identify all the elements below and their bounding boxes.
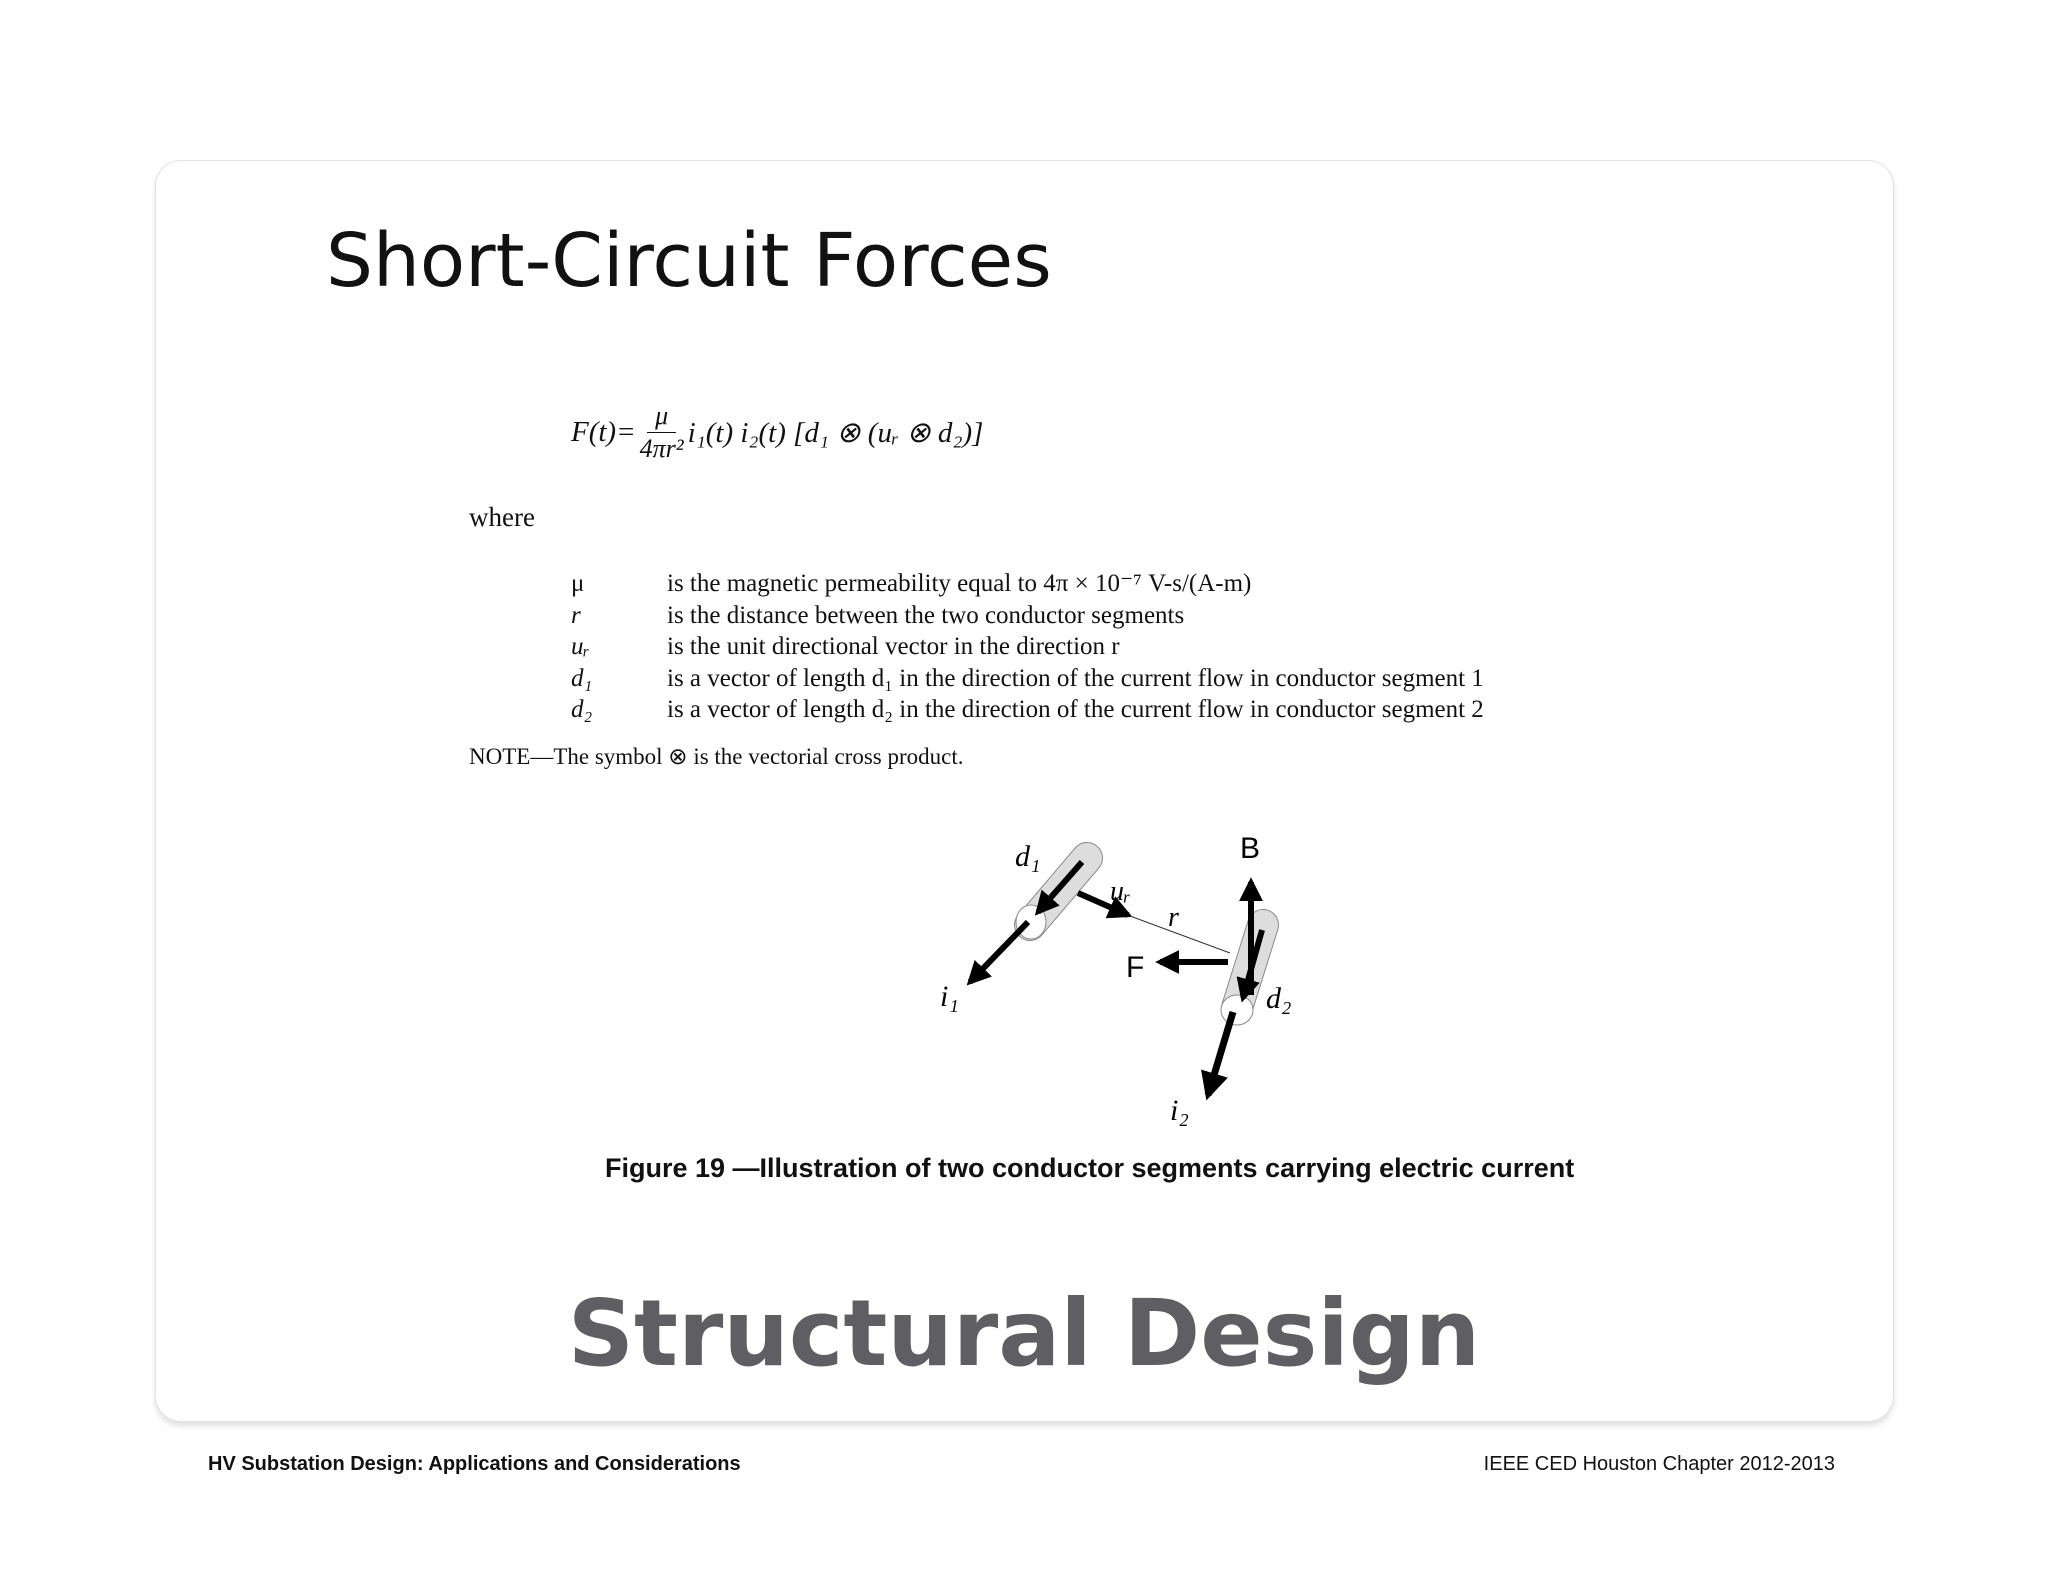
definition-symbol: uᵣ: [571, 633, 590, 660]
footer-right: IEEE CED Houston Chapter 2012-2013: [1483, 1453, 1835, 1475]
i2-arrow: [1201, 1010, 1237, 1101]
definition-row: d₂ is a vector of length d₂ in the direct…: [571, 694, 1484, 726]
definition-row: r is the distance between the two conduct…: [571, 600, 1484, 632]
d1-label: d₁: [1015, 840, 1040, 873]
formula-numerator: μ: [647, 400, 677, 433]
formula-denominator: 4πr²: [639, 434, 684, 463]
definition-text: is the distance between the two conducto…: [667, 601, 1185, 629]
i2-label: i₂: [1170, 1094, 1189, 1127]
where-label: where: [469, 502, 535, 532]
force-formula: F(t)= μ 4πr² i₁(t) i₂(t) [d₁ ⊗ (uᵣ ⊗ d₂)…: [571, 400, 983, 465]
definition-symbol: μ: [571, 570, 585, 597]
definition-text: is a vector of length d₁ in the directio…: [667, 664, 1484, 692]
footer-left: HV Substation Design: Applications and C…: [208, 1453, 741, 1475]
figure-caption: Figure 19 —Illustration of two conductor…: [605, 1153, 1575, 1183]
definition-symbol: r: [571, 601, 581, 629]
f-label: F: [1126, 951, 1144, 984]
conductor-segments-figure: d₁ uᵣ r B F d₂ i₁ i₂: [940, 832, 1291, 1127]
slide-card: [155, 160, 1894, 1422]
definition-text: is the unit directional vector in the di…: [667, 633, 1120, 660]
definition-row: μ is the magnetic permeability equal to 4…: [571, 568, 1484, 600]
definition-symbol: d₁: [571, 664, 593, 692]
r-line: [1129, 915, 1231, 954]
slide-title: Short-Circuit Forces: [326, 218, 1052, 304]
definition-text: is a vector of length d₂ in the directio…: [667, 696, 1484, 723]
d1-arrow: [1034, 860, 1085, 916]
definition-row: d₁ is a vector of length d₁ in the direct…: [571, 663, 1484, 695]
ur-label: uᵣ: [1110, 876, 1131, 907]
cross-product-note: NOTE—The symbol ⊗ is the vectorial cross…: [469, 744, 964, 769]
r-label: r: [1168, 902, 1179, 933]
i1-arrow: [966, 919, 1031, 986]
d2-label: d₂: [1266, 982, 1291, 1015]
formula-lhs: F(t)=: [571, 416, 636, 448]
definitions-list: μ is the magnetic permeability equal to 4…: [571, 568, 1484, 726]
definition-row: uᵣ is the unit directional vector in the …: [571, 631, 1484, 663]
definition-text: is the magnetic permeability equal to 4π…: [667, 570, 1252, 597]
i1-label: i₁: [940, 980, 959, 1013]
formula-rhs: i₁(t) i₂(t) [d₁ ⊗ (uᵣ ⊗ d₂)]: [687, 417, 984, 449]
section-title: Structural Design: [567, 1280, 1481, 1387]
d2-arrow: [1236, 929, 1265, 1003]
formula-fraction: μ 4πr²: [640, 400, 684, 465]
ur-arrow: [1076, 890, 1133, 919]
definition-symbol: d₂: [571, 696, 593, 723]
b-label: B: [1240, 832, 1260, 865]
